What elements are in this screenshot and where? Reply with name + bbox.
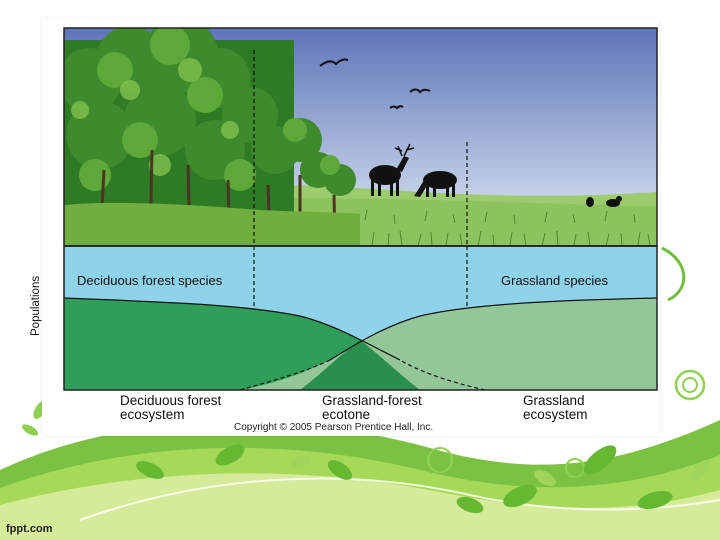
ecotone-overlap	[300, 340, 420, 390]
ecosystem-label-ecotone: Grassland-forest ecotone	[322, 394, 422, 422]
deer-silhouettes	[369, 143, 457, 197]
deciduous-forest	[64, 28, 360, 246]
grassland-curve-edge	[329, 297, 657, 361]
curve-dashed-extensions	[239, 246, 486, 390]
populations-axis-label: Populations	[30, 275, 42, 336]
population-chart	[64, 246, 657, 390]
ecosystem-label-line: Grassland-forest	[322, 393, 422, 408]
scene-zone-dividers	[253, 50, 468, 246]
grassland-species-label: Grassland species	[501, 273, 608, 288]
ecosystem-label-line: ecotone	[322, 407, 371, 422]
landscape-scene	[64, 28, 657, 246]
brand-watermark: fppt.com	[6, 523, 53, 535]
forest-curve-edge	[64, 297, 401, 361]
ecosystem-label-line: ecosystem	[523, 407, 588, 422]
small-animal-silhouettes	[586, 196, 622, 207]
ecosystem-label-line: Deciduous forest	[120, 393, 222, 408]
ecosystem-label-grassland: Grassland ecosystem	[523, 394, 588, 422]
ecosystem-label-forest: Deciduous forest ecosystem	[120, 394, 221, 422]
forest-species-label: Deciduous forest species	[77, 273, 223, 288]
copyright-notice: Copyright © 2005 Pearson Prentice Hall, …	[234, 422, 434, 433]
ecosystem-label-line: Grassland	[523, 393, 585, 408]
bird-silhouettes	[319, 58, 431, 110]
ecosystem-label-line: ecosystem	[120, 407, 185, 422]
